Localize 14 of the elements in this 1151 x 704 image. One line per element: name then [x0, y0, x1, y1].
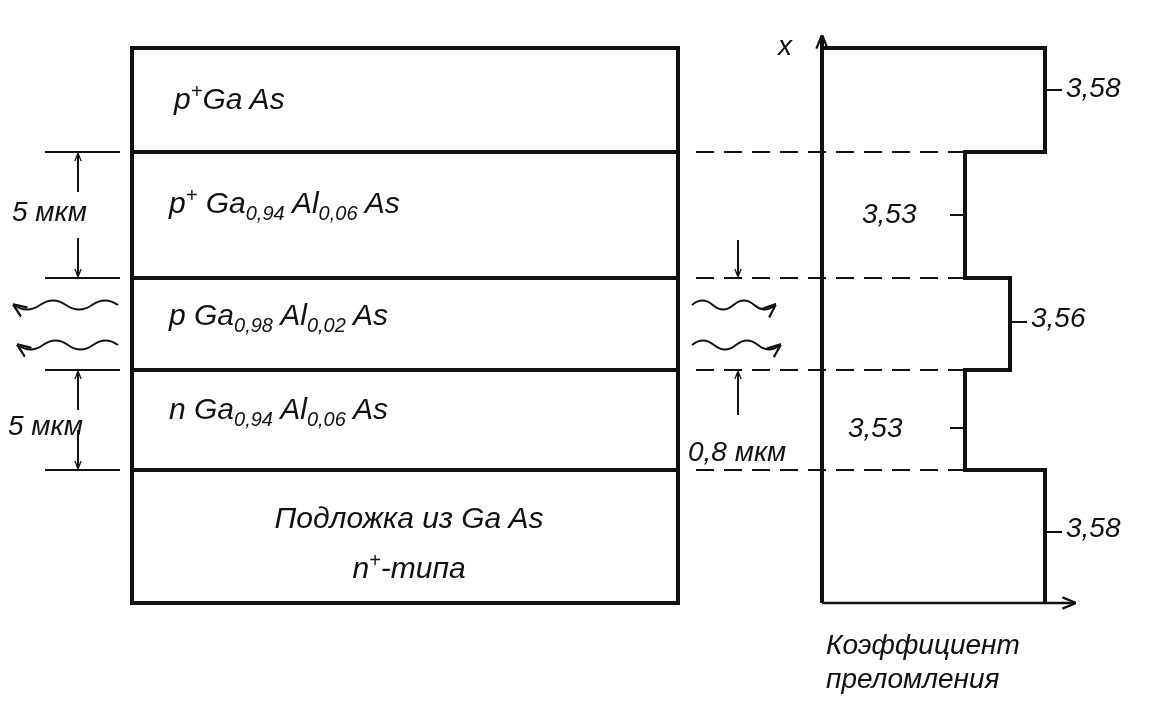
layer-label: Подложка из Ga As n$^{+}$-типа [273, 500, 545, 586]
index-value: 3,56 [1031, 302, 1086, 334]
layer-label: p$^{+}$Ga As [174, 80, 285, 116]
dimension-label: 5 мкм [12, 196, 87, 228]
index-value: 3,53 [862, 198, 917, 230]
index-value: 3,53 [848, 412, 903, 444]
axis-label: x [778, 30, 792, 62]
dimension-label: 5 мкм [8, 410, 83, 442]
layer-label: p Ga$_{0,98}$ Al$_{0,02}$ As [169, 298, 389, 337]
layer-label: p$^{+}$ Ga$_{0,94}$ Al$_{0,06}$ As [169, 184, 400, 225]
index-value: 3,58 [1066, 512, 1121, 544]
index-value: 3,58 [1066, 72, 1121, 104]
layer-label: n Ga$_{0,94}$ Al$_{0,06}$ As [169, 392, 389, 431]
dimension-label: 0,8 мкм [688, 436, 787, 468]
